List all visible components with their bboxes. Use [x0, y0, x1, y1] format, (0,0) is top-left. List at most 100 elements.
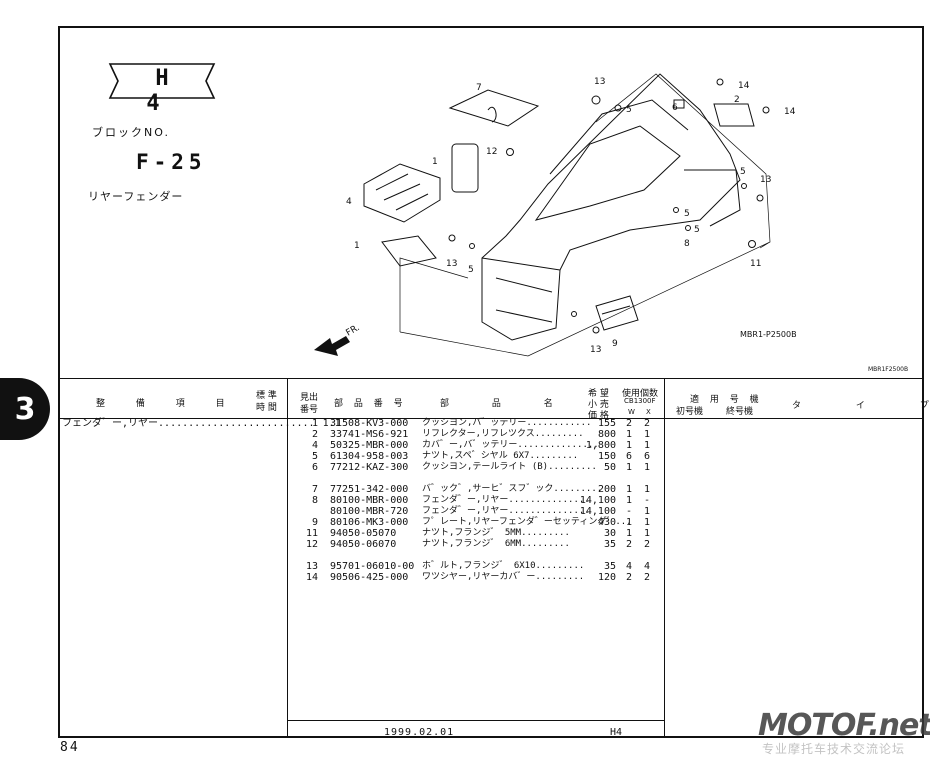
- bolt-icon: [762, 106, 770, 114]
- header-std-time-1: 標 準: [256, 391, 277, 401]
- page-number: 84: [60, 740, 80, 755]
- retail-price: 50: [603, 462, 616, 473]
- callout-5-c: 5: [740, 167, 746, 177]
- qty-x: 1: [643, 440, 651, 451]
- svg-text:FR.: FR.: [345, 323, 362, 339]
- nut-icon: [506, 148, 514, 156]
- callout-11: 11: [750, 259, 761, 269]
- part-number: 80106-MK3-000: [330, 517, 409, 528]
- callout-9: 9: [612, 339, 618, 349]
- qty-w: 2: [625, 539, 633, 550]
- header-applicable: 適 用 号 機: [690, 395, 763, 405]
- qty-w: 2: [625, 418, 633, 429]
- qty-x: 2: [643, 418, 651, 429]
- nut-icon: [685, 225, 691, 231]
- bolt-icon: [591, 95, 601, 105]
- nut-icon: [469, 243, 475, 249]
- rear-fender-body: [481, 73, 741, 341]
- callout-5-b: 5: [626, 105, 632, 115]
- part-number: 77251-342-000: [330, 484, 409, 495]
- part-number: 61304-958-003: [330, 451, 409, 462]
- qty-w: -: [625, 506, 633, 517]
- part-name: ナツト,フランジ゛ 5MM.........: [422, 528, 570, 538]
- ref-number: 9: [311, 517, 318, 528]
- callout-labels: 7 1 12 4 1 13 5 13 5 6 2 14 14 5 13 5 5 …: [346, 77, 796, 355]
- callout-1-upper: 1: [432, 157, 438, 167]
- qty-x: 1: [643, 484, 651, 495]
- qty-x: 6: [643, 451, 651, 462]
- retail-price: 120: [597, 572, 616, 583]
- setting-plate-shape: [595, 295, 639, 331]
- reflector-shape: [713, 103, 755, 127]
- nut-icon: [748, 240, 756, 248]
- header-price-3: 価 格: [588, 411, 609, 421]
- header-usage-x: X: [646, 408, 651, 416]
- service-book-bag-shape: [448, 89, 540, 127]
- nut-icon: [673, 207, 679, 213]
- callout-12: 12: [486, 147, 497, 157]
- part-number: 94050-05070: [330, 528, 397, 539]
- qty-x: 1: [643, 429, 651, 440]
- part-name: クッシヨン,バ゛ッテリー............: [422, 418, 592, 428]
- callout-frame-lines: [399, 73, 771, 357]
- qty-w: 1: [625, 462, 633, 473]
- bolt-icon: [592, 326, 600, 334]
- part-number: 80100-MBR-720: [330, 506, 409, 517]
- work-item-dots: ..........................: [158, 418, 315, 429]
- qty-w: 1: [625, 517, 633, 528]
- work-item-row: フェンダ゛ー,リヤー..........................1.1: [62, 414, 341, 429]
- retail-price: 200: [597, 484, 616, 495]
- tail-cushion-icon: [673, 99, 685, 109]
- ref-number: 13: [305, 561, 318, 572]
- bolt-icon: [448, 234, 456, 242]
- table-top-rule: [60, 378, 922, 379]
- callout-13-d: 13: [590, 345, 601, 355]
- header-last-unit: 終号機: [726, 407, 754, 417]
- block-label: ブロックNO.: [92, 126, 170, 139]
- header-type: タ イ プ: [792, 401, 929, 411]
- work-item-name: フェンダ゛ー,リヤー: [62, 418, 159, 429]
- fender-tail-lines: [684, 169, 741, 227]
- part-number: 95701-06010-00: [330, 561, 415, 572]
- header-first-unit: 初号機: [676, 407, 704, 417]
- part-name: ナツト,スペ゛シヤル 6X7.........: [422, 451, 579, 461]
- retail-price: 150: [597, 451, 616, 462]
- ref-number: 5: [311, 451, 318, 462]
- retail-price: 430: [597, 517, 616, 528]
- part-name: バ゛ック゛,サーヒ゛スフ゛ック.........: [422, 484, 603, 494]
- retail-price: 14,100: [579, 506, 616, 517]
- qty-w: 1: [625, 440, 633, 451]
- part-name: フ゜レート,リヤーフェンダ゛ーセッティング゛...: [422, 517, 632, 527]
- part-number: 94050-06070: [330, 539, 397, 550]
- part-name: リフレクター,リフレツクス.........: [422, 429, 584, 439]
- block-number: F-25: [136, 150, 207, 174]
- header-usage-1: 使用個数: [622, 389, 659, 399]
- block-code-badge: H 4: [108, 62, 216, 116]
- battery-cover-shape: [363, 163, 441, 223]
- callout-1-lower: 1: [354, 241, 360, 251]
- qty-x: 1: [643, 517, 651, 528]
- small-code: MBR1F2500B: [868, 366, 909, 373]
- fender-battery-tray: [534, 125, 681, 221]
- qty-x: 1: [643, 462, 651, 473]
- qty-x: 1: [643, 528, 651, 539]
- part-name: ワツシヤー,リヤーカバ゛ー.........: [422, 572, 585, 582]
- header-usage-2: CB1300F: [624, 397, 656, 405]
- ref-number: 12: [305, 539, 318, 550]
- callout-6: 6: [672, 103, 678, 113]
- battery-cushion-upper: [451, 143, 479, 193]
- ref-number: 1: [311, 418, 318, 429]
- badge-outline-icon: [108, 63, 216, 99]
- watermark-logo: MOTOF.net: [758, 708, 930, 743]
- qty-x: 2: [643, 572, 651, 583]
- ref-number: 6: [311, 462, 318, 473]
- header-work-item: 整 備 項 目: [96, 399, 239, 409]
- callout-14-a: 14: [738, 81, 750, 91]
- part-number: 50325-MBR-000: [330, 440, 409, 451]
- part-name: フェンダ゛ー,リヤー...............: [422, 506, 590, 516]
- part-number: 33741-MS6-921: [330, 429, 409, 440]
- qty-w: 4: [625, 561, 633, 572]
- table-footer-rule: [287, 720, 664, 721]
- qty-x: -: [643, 495, 651, 506]
- qty-w: 2: [625, 572, 633, 583]
